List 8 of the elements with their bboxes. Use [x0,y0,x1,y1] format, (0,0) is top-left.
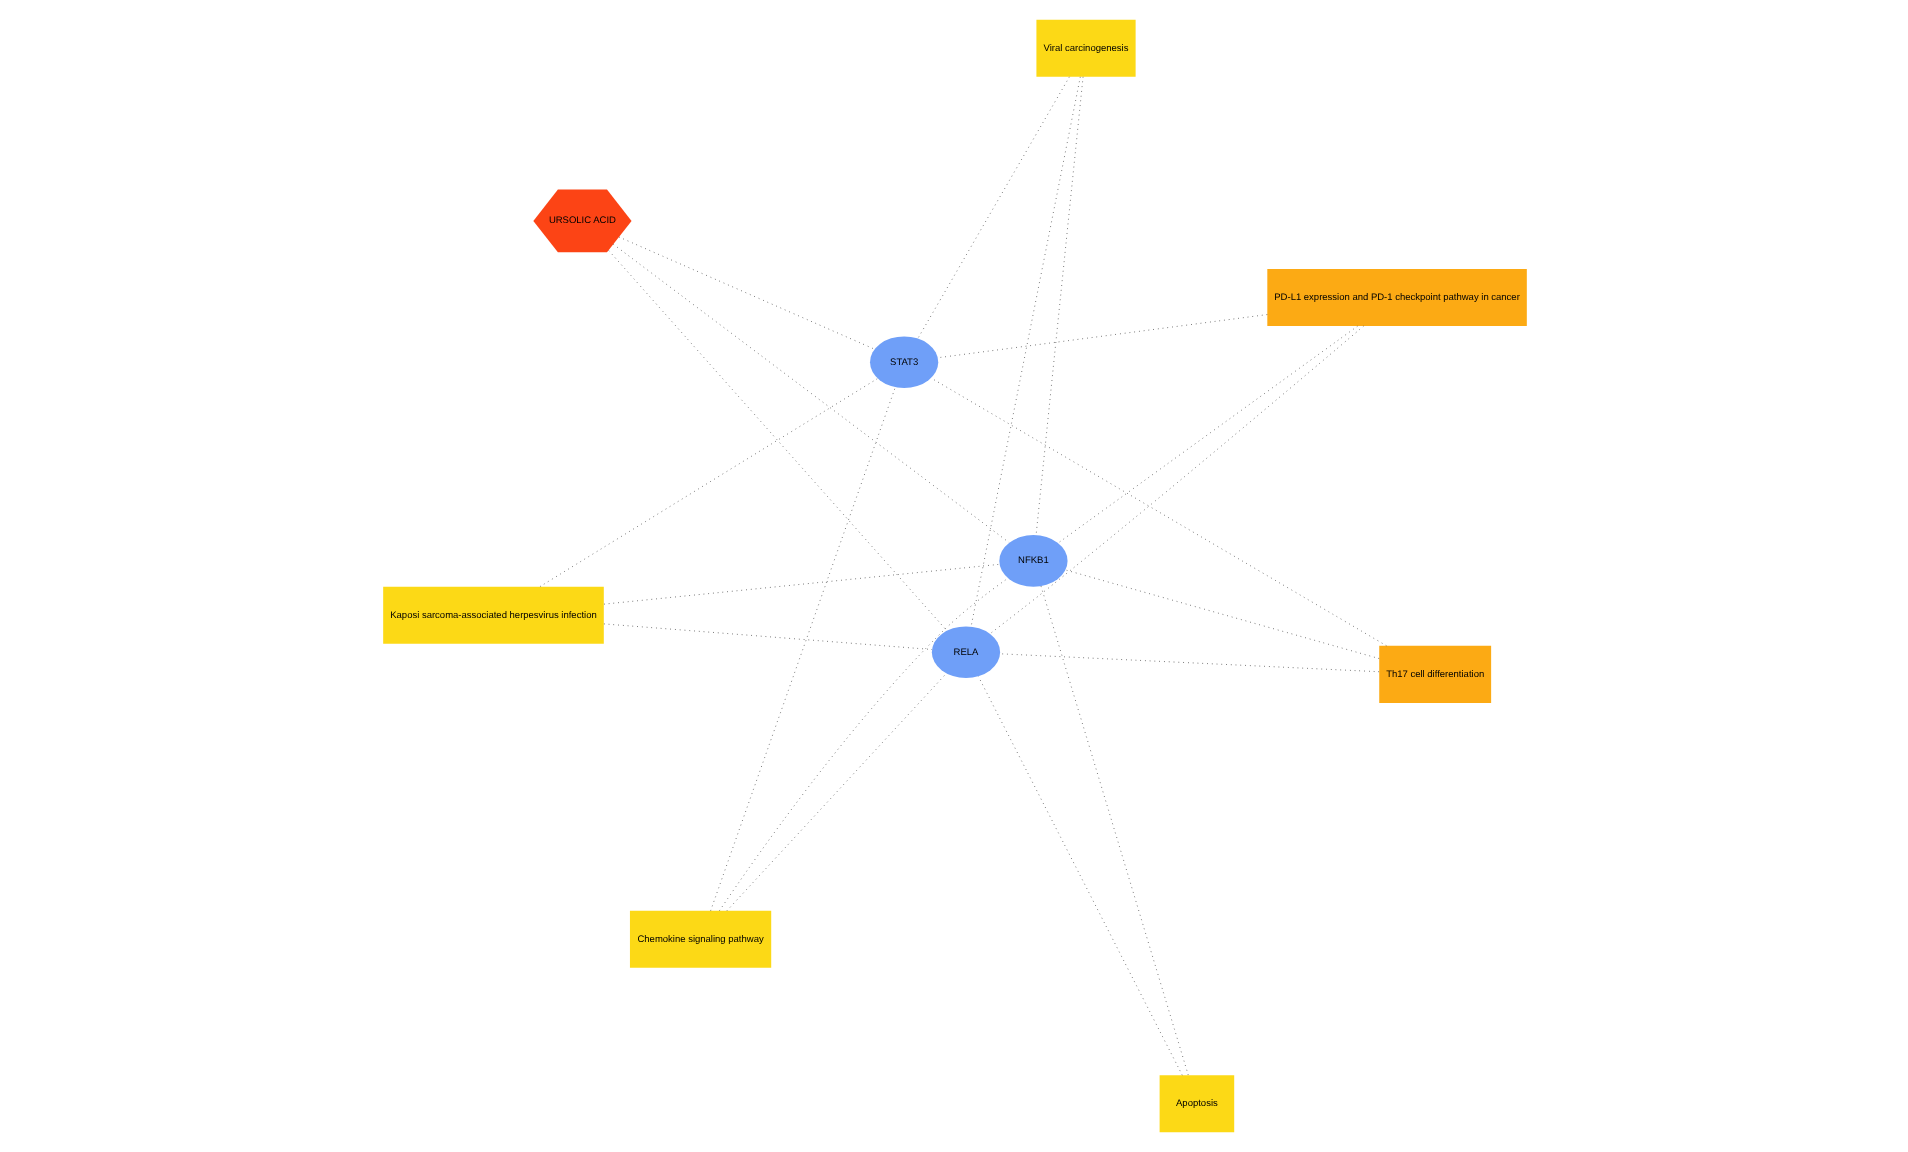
connector [602,563,999,605]
connector [969,76,1080,627]
connector [617,236,874,350]
connector [709,386,895,911]
connector [977,676,1182,1076]
connector [1039,585,1188,1076]
connector [602,623,932,650]
connector [1034,76,1083,536]
